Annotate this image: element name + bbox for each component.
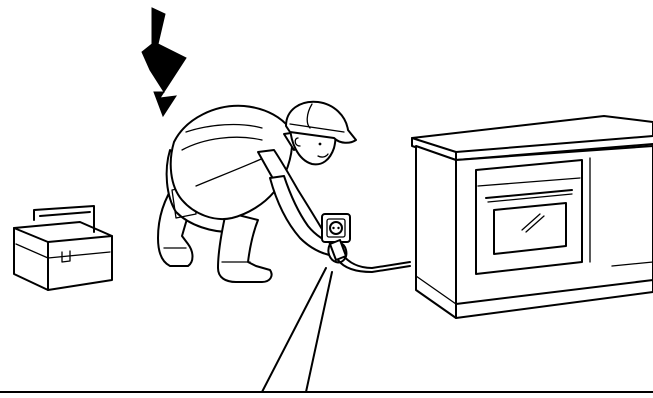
lightning-bolt-icon (142, 8, 186, 116)
toolbox-icon (14, 206, 112, 290)
built-in-oven-icon (412, 116, 653, 318)
leader-lines (262, 268, 332, 392)
power-cord-icon (330, 240, 410, 272)
worker-icon (158, 102, 356, 282)
wall-socket-icon (322, 214, 350, 242)
